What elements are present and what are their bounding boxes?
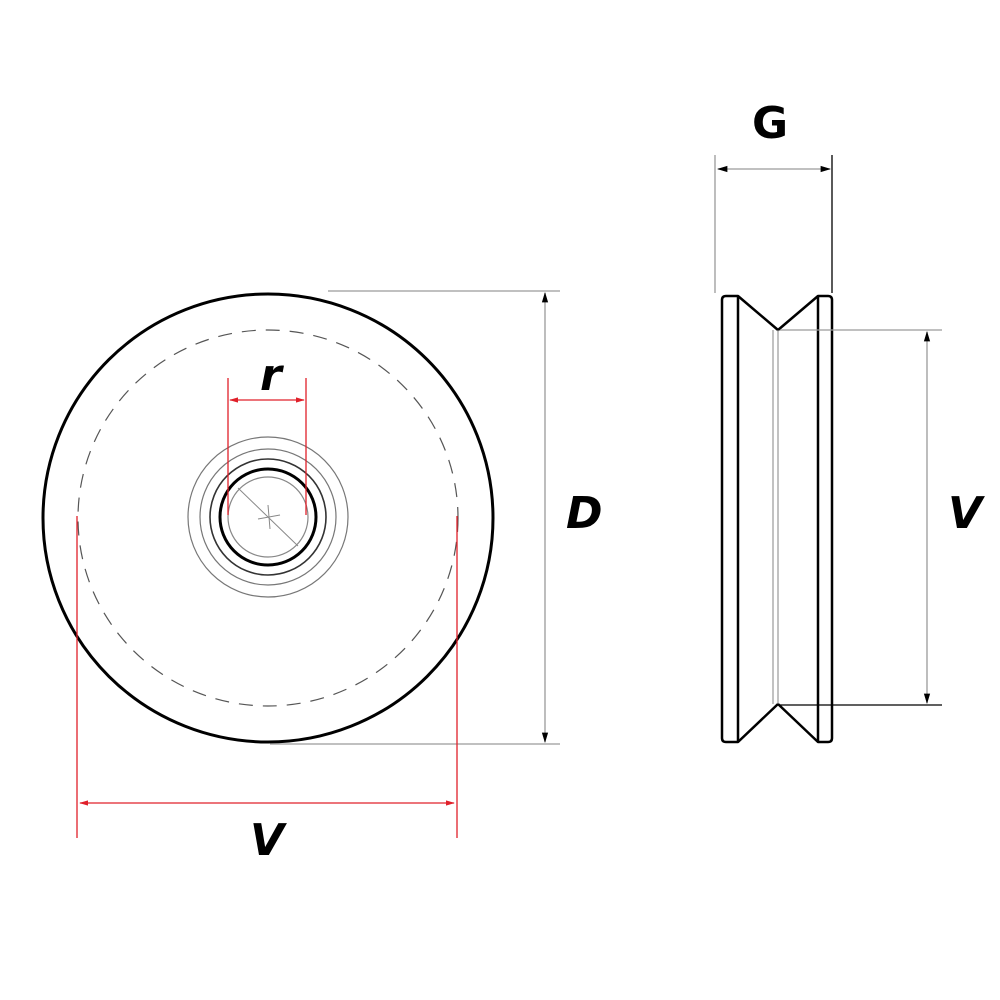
center-mark-v bbox=[267, 504, 271, 530]
side-groove-dimension: V bbox=[780, 329, 985, 706]
side-groove-label: V bbox=[948, 488, 985, 539]
bore-dimension: r bbox=[227, 350, 307, 515]
hub-ring-outer bbox=[187, 436, 349, 598]
bore-label: r bbox=[260, 350, 284, 401]
width-label: G bbox=[752, 98, 788, 149]
hub-ring-3 bbox=[209, 458, 327, 576]
outer-rim bbox=[41, 292, 495, 744]
outer-diameter-dimension: D bbox=[270, 290, 603, 745]
width-dimension: G bbox=[714, 98, 833, 293]
bore-ring-thick bbox=[218, 467, 318, 567]
hub-ring-2 bbox=[199, 448, 337, 586]
side-view: G V bbox=[714, 98, 985, 744]
bore-ring-inner bbox=[227, 476, 309, 558]
groove-diameter-label: V bbox=[250, 815, 287, 866]
outer-diameter-label: D bbox=[566, 488, 603, 539]
front-view: r D V bbox=[41, 290, 603, 866]
bore-diagonal bbox=[237, 487, 299, 547]
groove-diameter-dimension: V bbox=[76, 516, 458, 866]
groove-circle-dashed bbox=[77, 329, 459, 707]
side-profile bbox=[720, 294, 834, 744]
